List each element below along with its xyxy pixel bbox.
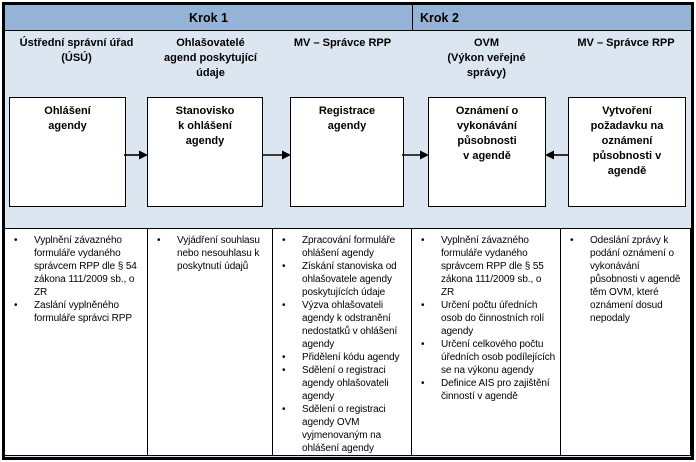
- details-cell-mv-2: • Odeslání zprávy k podání oznámení o vyk…: [561, 229, 691, 455]
- step-header-krok2: Krok 2: [412, 5, 691, 30]
- bullet-icon: •: [421, 339, 425, 350]
- bullet-list: • Vyplnění závazného formuláře vydaného s…: [5, 234, 147, 325]
- details-cell-ovm: • Vyplnění závazného formuláře vydaného s…: [412, 229, 561, 455]
- bullet-text: Odeslání zprávy k podání oznámení o vyko…: [590, 235, 681, 324]
- flow-box-stanovisko: Stanovisko k ohlášení agendy: [147, 97, 263, 207]
- flow-arrow-left-icon: [545, 149, 569, 161]
- bullet-text: Přidělení kódu agendy: [302, 352, 400, 363]
- details-row: • Vyplnění závazného formuláře vydaného s…: [5, 228, 691, 456]
- bullet-item: • Vyplnění závazného formuláře vydaného s…: [412, 234, 560, 299]
- bullet-icon: •: [282, 352, 286, 363]
- bullet-item: • Odeslání zprávy k podání oznámení o vyk…: [561, 234, 690, 325]
- bullet-item: • Výzva ohlašovateli agendy k odstranění …: [273, 299, 411, 351]
- bullet-icon: •: [14, 300, 18, 311]
- bullet-icon: •: [282, 404, 286, 415]
- bullet-text: Zpracování formuláře ohlášení agendy: [302, 235, 396, 259]
- flow-box-ohlaseni-agendy: Ohlášení agendy: [9, 97, 126, 207]
- bullet-text: Určení počtu úředních osob do činnostníc…: [441, 300, 545, 337]
- bullet-list: • Odeslání zprávy k podání oznámení o vyk…: [561, 234, 690, 325]
- bullet-icon: •: [421, 378, 425, 389]
- flow-box-vytvoreni-pozadavku: Vytvoření požadavku na oznámení působnos…: [568, 97, 686, 207]
- bullet-item: • Vyjádření souhlasu nebo nesouhlasu k po…: [148, 234, 272, 273]
- bullet-icon: •: [14, 235, 18, 246]
- bullet-item: • Získání stanoviska od ohlašovatele agen…: [273, 260, 411, 299]
- bullet-icon: •: [570, 235, 574, 246]
- bullet-text: Vyjádření souhlasu nebo nesouhlasu k pos…: [177, 235, 260, 272]
- bullet-item: • Sdělení o registraci agendy ohlašovatel…: [273, 364, 411, 403]
- bullet-icon: •: [282, 300, 286, 311]
- bullet-item: • Zaslání vyplněného formuláře správci RP…: [5, 299, 147, 325]
- details-cell-usu: • Vyplnění závazného formuláře vydaného s…: [5, 229, 148, 455]
- flow-box-registrace: Registrace agendy: [290, 97, 404, 207]
- bullet-icon: •: [282, 235, 286, 246]
- bullet-list: • Zpracování formuláře ohlášení agendy • Z…: [273, 234, 411, 455]
- column-titles-row: Ústřední správní úřad (ÚSÚ) Ohlašovatelé…: [5, 31, 691, 89]
- bullet-item: • Definice AIS pro zajištění činností v a…: [412, 377, 560, 403]
- flow-row: Ohlášení agendy Stanovisko k ohlášení ag…: [5, 89, 691, 228]
- flow-arrow-right-icon: [262, 149, 291, 161]
- step-header-row: Krok 1 Krok 2: [5, 5, 691, 31]
- details-cell-ohlasovatele: • Vyjádření souhlasu nebo nesouhlasu k po…: [148, 229, 273, 455]
- bullet-text: Sdělení o registraci agendy ohlašovateli…: [302, 365, 389, 402]
- column-title-ovm: OVM (Výkon veřejné správy): [447, 37, 526, 79]
- bullet-text: Vyplnění závazného formuláře vydaného sp…: [441, 235, 544, 298]
- bullet-text: Výzva ohlašovateli agendy k odstranění n…: [302, 300, 398, 350]
- flow-box-oznameni: Oznámení o vykonávání působnosti v agend…: [428, 97, 546, 207]
- bullet-item: • Přidělení kódu agendy: [273, 351, 411, 364]
- bullet-icon: •: [157, 235, 161, 246]
- bullet-icon: •: [421, 235, 425, 246]
- bullet-text: Sdělení o registraci agendy OVM vyjmenov…: [302, 404, 386, 454]
- bullet-text: Vyplnění závazného formuláře vydaného sp…: [34, 235, 137, 298]
- bullet-item: • Určení celkového počtu úředních osob po…: [412, 338, 560, 377]
- bullet-text: Získání stanoviska od ohlašovatele agend…: [302, 261, 397, 298]
- bullet-icon: •: [282, 261, 286, 272]
- bullet-list: • Vyjádření souhlasu nebo nesouhlasu k po…: [148, 234, 272, 273]
- flow-arrow-right-icon: [124, 149, 148, 161]
- bullet-icon: •: [282, 365, 286, 376]
- bullet-text: Zaslání vyplněného formuláře správci RPP: [34, 300, 132, 324]
- details-cell-mv-1: • Zpracování formuláře ohlášení agendy • Z…: [273, 229, 412, 455]
- column-title-ohlasovatele: Ohlašovatelé agend poskytující údaje: [164, 37, 257, 79]
- bullet-item: • Určení počtu úředních osob do činnostní…: [412, 299, 560, 338]
- step-header-krok1: Krok 1: [189, 10, 228, 25]
- bullet-item: • Zpracování formuláře ohlášení agendy: [273, 234, 411, 260]
- bullet-text: Určení celkového počtu úředních osob pod…: [441, 339, 556, 376]
- flow-arrow-right-icon: [402, 149, 429, 161]
- column-title-usu: Ústřední správní úřad (ÚSÚ): [19, 37, 134, 64]
- bullet-item: • Vyplnění závazného formuláře vydaného s…: [5, 234, 147, 299]
- bullet-item: • Sdělení o registraci agendy OVM vyjmeno…: [273, 403, 411, 455]
- bullet-icon: •: [421, 300, 425, 311]
- bullet-text: Definice AIS pro zajištění činností v ag…: [441, 378, 550, 402]
- column-title-mv-spravce-rpp-1: MV – Správce RPP: [293, 37, 392, 49]
- bullet-list: • Vyplnění závazného formuláře vydaného s…: [412, 234, 560, 403]
- column-title-mv-spravce-rpp-2: MV – Správce RPP: [577, 37, 675, 49]
